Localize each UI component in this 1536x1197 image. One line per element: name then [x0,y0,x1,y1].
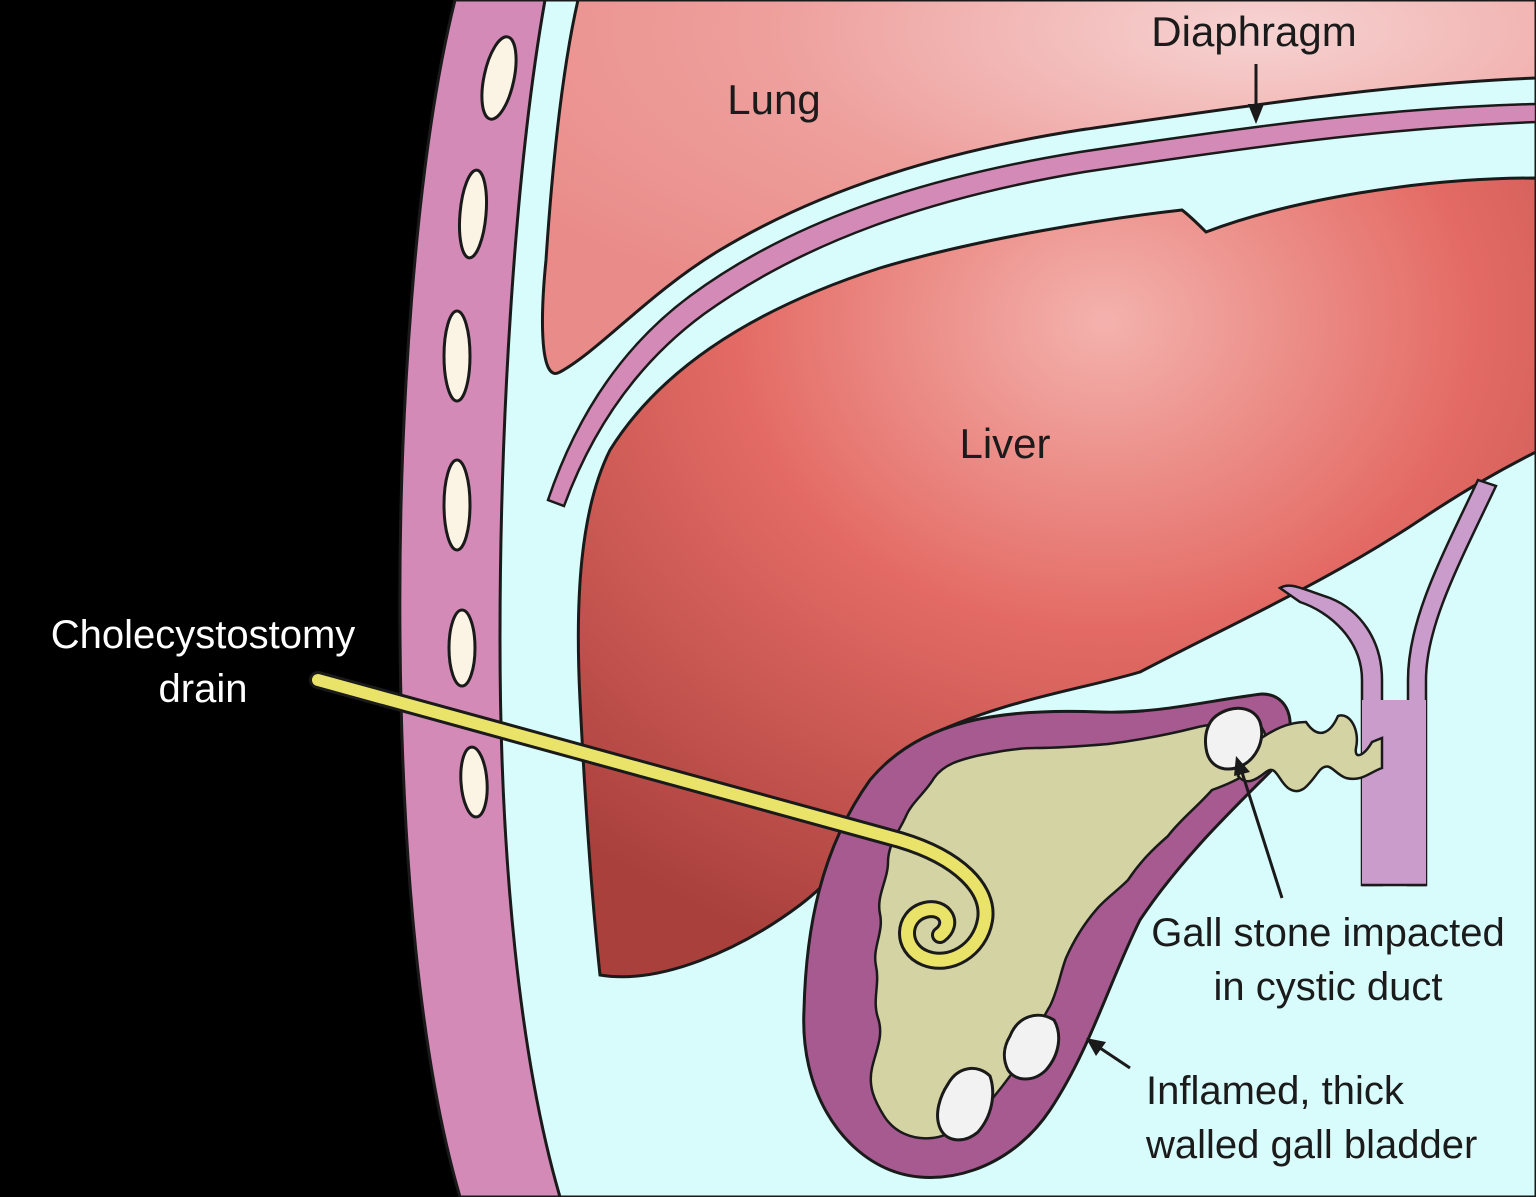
cystic-duct [1236,714,1384,793]
stone-label-line1: Gall stone impacted [1151,911,1505,955]
rib [459,745,489,819]
drain-label-line1: Cholecystostomy [51,613,356,657]
rib [457,168,489,260]
wall-arrow-head [1086,1038,1106,1056]
duct-junction [1362,700,1426,885]
rib [442,458,472,552]
rib [480,35,518,121]
stone [936,1067,995,1142]
stone [1002,1013,1061,1081]
drain-label-line2: drain [159,667,248,711]
stone-label-line2: in cystic duct [1214,965,1443,1009]
bile-lumen [869,717,1268,1140]
cholecystostomy-drain [309,671,995,970]
wall-label-line1: Inflamed, thick [1146,1069,1405,1113]
lung [541,0,1536,375]
diaphragm [546,102,1536,508]
rib [447,608,477,688]
stone-arrow-head [1234,756,1250,776]
liver-label: Liver [959,420,1050,467]
rib [442,309,472,403]
lung-label: Lung [727,76,820,123]
diaphragm-arrow-head [1248,104,1264,124]
ribs [442,35,518,819]
bile-ducts [1277,478,1498,887]
pointer-arrows [1086,64,1284,1070]
gallstones [936,706,1264,1142]
stone-arrow [1238,765,1284,899]
drain-tube-fill [312,674,992,967]
diaphragm-label: Diaphragm [1151,8,1356,55]
wall-label-line2: walled gall bladder [1145,1123,1477,1167]
liver [576,176,1536,979]
